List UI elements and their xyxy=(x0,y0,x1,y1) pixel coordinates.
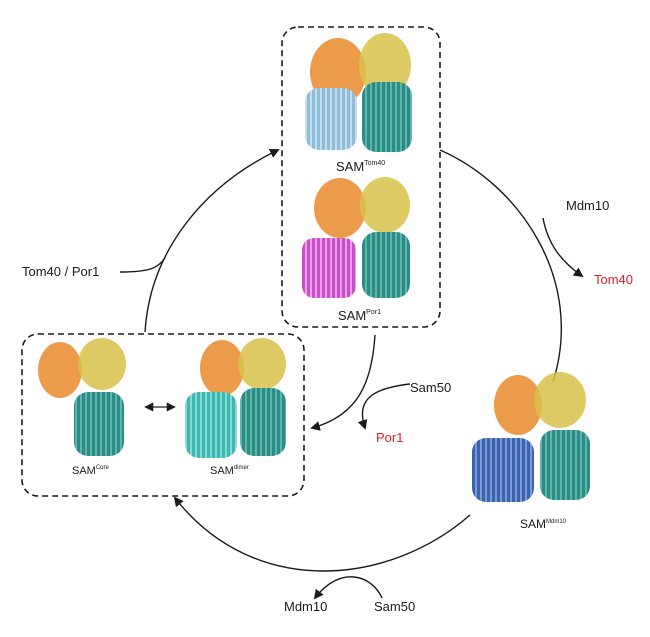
sam-core-dimer-box xyxy=(21,333,305,497)
yellow-domain xyxy=(359,33,411,97)
yellow-domain xyxy=(360,177,410,233)
sam-tom40-por1-box xyxy=(281,26,441,328)
sam50-barrel-a xyxy=(240,388,286,456)
label-sam-mdm10: SAMMdm10 xyxy=(520,517,567,531)
label-mdm10-released: Mdm10 xyxy=(284,599,327,614)
label-sam50-bottom: Sam50 xyxy=(374,599,415,614)
label-sam50-mid: Sam50 xyxy=(410,380,451,395)
complex-sam-por1 xyxy=(302,177,410,298)
complex-sam-mdm10 xyxy=(472,372,590,502)
label-tom40-por1-entry: Tom40 / Por1 xyxy=(22,264,99,279)
complex-sam-dimer xyxy=(185,338,286,458)
tom40-por1-entry-curve xyxy=(119,257,166,273)
sam50-barrel-b xyxy=(185,392,237,458)
arrow-to-core-box xyxy=(310,334,376,431)
orange-domain xyxy=(200,340,244,396)
sam50-release-por1-curve xyxy=(357,383,411,430)
tom40-barrel xyxy=(305,88,357,150)
mdm10-barrel xyxy=(472,438,534,502)
label-tom40-released: Tom40 xyxy=(594,272,633,287)
sam50-release-mdm10-curve xyxy=(313,576,383,600)
sam50-barrel xyxy=(74,392,124,456)
orange-domain xyxy=(38,342,82,398)
label-sam-core: SAMCore xyxy=(72,465,110,477)
orange-domain xyxy=(314,178,366,238)
label-sam-por1: SAMPor1 xyxy=(338,308,381,323)
label-por1-released: Por1 xyxy=(376,430,403,445)
complex-sam-core xyxy=(38,338,126,456)
complex-sam-tom40 xyxy=(305,33,412,152)
label-sam-tom40: SAMTom40 xyxy=(336,159,385,174)
por1-barrel xyxy=(302,238,356,298)
yellow-domain xyxy=(238,338,286,390)
cycle-arc-left-up xyxy=(144,148,280,333)
cycle-arc-right-down xyxy=(439,149,562,383)
yellow-domain xyxy=(534,372,586,428)
orange-domain xyxy=(494,375,542,435)
sam50-barrel xyxy=(540,430,590,500)
sam50-barrel xyxy=(362,232,410,298)
mdm10-entry-curve xyxy=(542,217,584,278)
yellow-domain xyxy=(78,338,126,390)
label-mdm10-entry: Mdm10 xyxy=(566,198,609,213)
cycle-arc-bottom xyxy=(173,496,471,572)
label-sam-dimer: SAMdimer xyxy=(210,465,249,477)
sam50-barrel xyxy=(362,82,412,152)
